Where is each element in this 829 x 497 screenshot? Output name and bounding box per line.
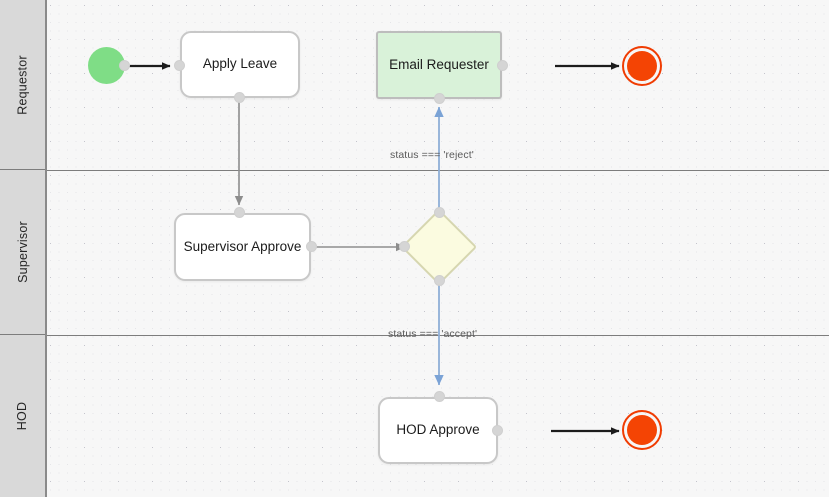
- task-supervisor-approve[interactable]: Supervisor Approve: [174, 213, 311, 281]
- lane-label-supervisor: Supervisor: [15, 221, 30, 283]
- lane-label-requestor: Requestor: [15, 54, 30, 115]
- start-event-node[interactable]: [88, 47, 125, 84]
- port-hod-approve-top[interactable]: [434, 391, 445, 402]
- edge-label-accept: status === 'accept': [388, 328, 478, 340]
- lane-divider-2: [47, 335, 829, 336]
- port-supervisor-approve-top[interactable]: [234, 207, 245, 218]
- lane-header-requestor[interactable]: Requestor: [0, 0, 45, 170]
- lane-header-column: Requestor Supervisor HOD: [0, 0, 47, 497]
- end-event-requestor-node[interactable]: [622, 46, 662, 86]
- port-email-requester-bottom[interactable]: [434, 93, 445, 104]
- port-apply-leave-left[interactable]: [174, 60, 185, 71]
- task-email-requester[interactable]: Email Requester: [376, 31, 502, 99]
- task-hod-approve[interactable]: HOD Approve: [378, 397, 498, 464]
- lane-label-hod: HOD: [15, 401, 30, 431]
- lane-header-supervisor[interactable]: Supervisor: [0, 170, 45, 335]
- port-gateway-top[interactable]: [434, 207, 445, 218]
- port-supervisor-approve-right[interactable]: [306, 241, 317, 252]
- port-gateway-bottom[interactable]: [434, 275, 445, 286]
- end-event-hod-fill: [627, 415, 657, 445]
- lane-header-hod[interactable]: HOD: [0, 335, 45, 497]
- end-event-requestor-fill: [627, 51, 657, 81]
- port-gateway-left[interactable]: [399, 241, 410, 252]
- diagram-canvas[interactable]: status === 'reject' status === 'accept' …: [47, 0, 829, 497]
- port-apply-leave-bottom[interactable]: [234, 92, 245, 103]
- task-apply-leave[interactable]: Apply Leave: [180, 31, 300, 98]
- edge-label-reject: status === 'reject': [390, 149, 474, 161]
- task-supervisor-approve-label: Supervisor Approve: [183, 238, 302, 254]
- task-hod-approve-label: HOD Approve: [396, 422, 480, 438]
- port-email-requester-right[interactable]: [497, 60, 508, 71]
- connector-layer: [126, 62, 620, 435]
- lane-divider-1: [47, 170, 829, 171]
- end-event-hod-node[interactable]: [622, 410, 662, 450]
- port-start-event-right[interactable]: [119, 60, 130, 71]
- task-apply-leave-label: Apply Leave: [202, 56, 278, 72]
- task-email-requester-label: Email Requester: [389, 56, 489, 72]
- port-hod-approve-right[interactable]: [492, 425, 503, 436]
